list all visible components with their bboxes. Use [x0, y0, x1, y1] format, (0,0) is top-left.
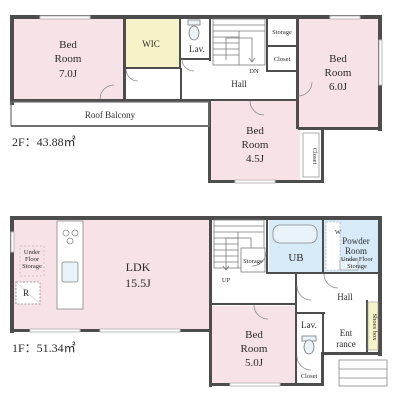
- stair-up-label: UP: [222, 277, 231, 284]
- ldk-size: 15.5J: [125, 276, 151, 290]
- ldk-label: LDK: [126, 260, 151, 274]
- bed-room-45j-label: Bed: [246, 125, 264, 137]
- powder-room-label: Powder: [342, 236, 370, 246]
- toilet-2f-icon: [187, 19, 201, 41]
- stove-burner-icon: [62, 229, 70, 237]
- first-floor: Under Floor Storage R LDK 15.5J UP Stora…: [10, 216, 388, 387]
- bed-room-7j-size: 7.0J: [59, 68, 78, 80]
- ub-label: UB: [288, 252, 303, 264]
- bed-room-6j-fill: [298, 17, 379, 129]
- doors-2f: [99, 58, 313, 116]
- under-floor-storage-box: [19, 245, 45, 277]
- powder-room-label-2: Room: [345, 246, 367, 256]
- closet-1f-label: Closet: [301, 373, 318, 380]
- under-floor-storage-label-3: Storage: [22, 263, 42, 270]
- bed-room-5j-label: Bed: [245, 329, 263, 341]
- entrance-label-2: rance: [336, 339, 355, 349]
- bed-room-45j-size: 4.5J: [246, 153, 265, 165]
- under-floor-storage-label-2: Floor: [25, 256, 40, 263]
- staircase-1f: [213, 219, 266, 273]
- stove-burner-icon: [71, 229, 79, 237]
- closet-2f-b-label: Closet: [311, 148, 318, 165]
- bed-room-45j-room-word: Room: [242, 139, 269, 151]
- bed-room-5j-size: 5.0J: [245, 357, 264, 369]
- sink-icon: [61, 261, 79, 283]
- floor1-area-label: 1F：51.34㎡: [12, 341, 76, 355]
- storage-2f-label: Storage: [272, 29, 292, 36]
- toilet-1f-icon: [301, 335, 317, 355]
- storage-1f-label: Storage: [243, 258, 263, 265]
- washer-area: [325, 221, 341, 271]
- wic-fill: [124, 17, 180, 69]
- under-floor-storage-2-label-b: Storage: [347, 263, 367, 270]
- washer-label: W: [335, 229, 342, 236]
- stove-burner-icon: [66, 237, 74, 245]
- bed-room-6j-label: Bed: [329, 53, 347, 65]
- hall-2f-label: Hall: [231, 79, 247, 89]
- ldk-fill: [88, 218, 210, 330]
- powder-sink-icon: [339, 259, 359, 271]
- kitchen-counter: [56, 220, 84, 310]
- second-floor: Bed Room 7.0J WIC Lav. Storage Closet DN…: [10, 15, 383, 184]
- bed-room-5j-fill: [212, 306, 296, 384]
- shoes-box: [367, 301, 379, 351]
- roof-balcony-label: Roof Balcony: [85, 110, 136, 120]
- bed-room-5j-room-word: Room: [241, 343, 268, 355]
- staircase-2f: [212, 18, 266, 66]
- bed-room-7j-room-word: Room: [55, 53, 82, 65]
- shoes-box-label: Shoes box: [371, 314, 378, 342]
- closet-2f-box: [302, 132, 320, 178]
- bed-room-45j-fill: [210, 101, 300, 181]
- closet-2f-a-label: Closet: [274, 56, 291, 63]
- wic-label: WIC: [142, 39, 160, 49]
- stair-dn-label: DN: [249, 68, 259, 75]
- floor2-area-label: 2F：43.88㎡: [12, 135, 76, 149]
- bed-room-6j-size: 6.0J: [329, 81, 348, 93]
- entrance-fill: [324, 312, 366, 354]
- windows-1f: [10, 231, 281, 387]
- under-floor-storage-label: Under: [24, 249, 41, 256]
- bed-room-7j-label: Bed: [59, 39, 77, 51]
- bathtub-icon: [272, 224, 318, 244]
- entrance-label: Ent: [340, 328, 353, 338]
- windows-2f: [39, 15, 383, 184]
- bed-room-6j-room-word: Room: [325, 67, 352, 79]
- lav-1f-label: Lav.: [301, 320, 317, 330]
- under-floor-storage-2-label: Under Floor: [341, 256, 374, 263]
- hall-1f-label: Hall: [337, 292, 353, 302]
- doors-1f: [251, 251, 339, 371]
- roof-balcony-fill: [12, 101, 210, 127]
- lav-2f-label: Lav.: [189, 44, 205, 54]
- entrance-steps: [338, 359, 388, 387]
- bed-room-7j-fill: [12, 17, 124, 101]
- fridge-label: R: [23, 288, 29, 298]
